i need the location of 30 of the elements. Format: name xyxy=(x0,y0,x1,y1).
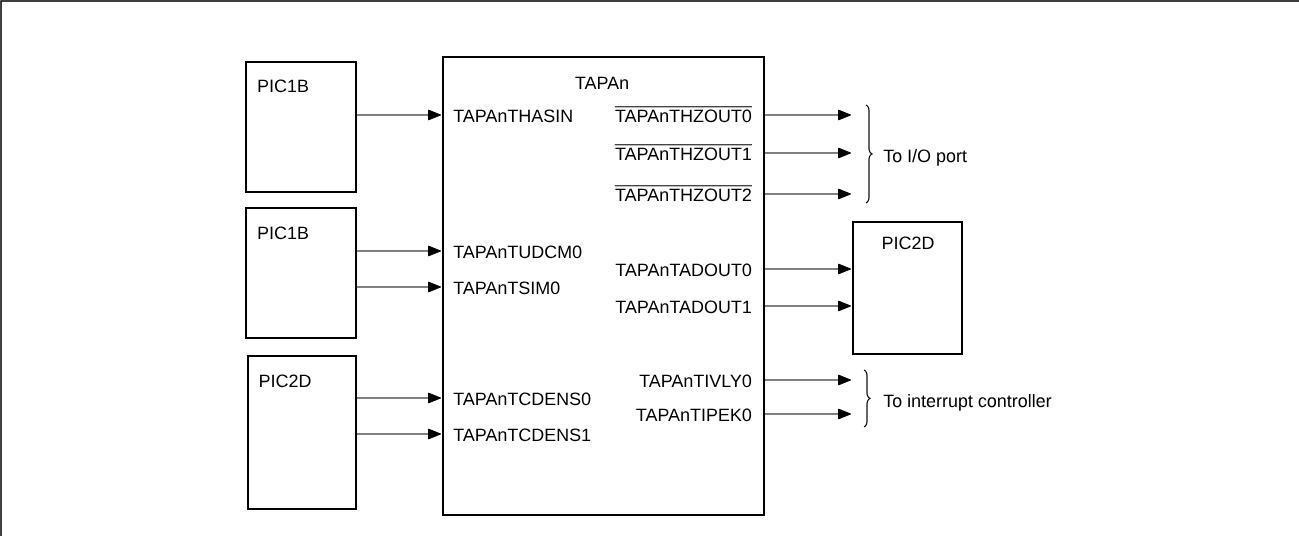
signal-label: TAPAnTADOUT0 xyxy=(615,263,752,277)
block-box: PIC2D xyxy=(247,355,357,510)
signal-label: TAPAnTUDCM0 xyxy=(453,245,582,259)
arrow xyxy=(356,245,442,257)
arrow xyxy=(764,300,852,312)
arrow xyxy=(764,109,852,121)
signal-label: TAPAnTHASIN xyxy=(453,109,572,123)
arrow xyxy=(764,188,852,200)
signal-label: TAPAnTHZOUT2 xyxy=(614,185,753,202)
signal-label: TAPAnTADOUT1 xyxy=(615,300,751,314)
arrow xyxy=(356,109,442,121)
arrow xyxy=(356,392,442,404)
signal-label: TAPAnTCDENS0 xyxy=(453,392,591,406)
note-text: To I/O port xyxy=(883,149,967,166)
arrow xyxy=(764,263,852,275)
signal-label: TAPAnTSIM0 xyxy=(453,281,560,295)
block-box: PIC1B xyxy=(245,61,357,193)
signal-label: TAPAnTIPEK0 xyxy=(636,408,752,422)
arrow xyxy=(764,374,852,386)
signal-label: TAPAnTIVLY0 xyxy=(639,374,752,388)
signal-label: TAPAnTHZOUT1 xyxy=(614,144,753,161)
note-text: To interrupt controller xyxy=(883,394,1052,411)
arrow xyxy=(764,147,852,159)
block-box: PIC2D xyxy=(852,221,963,355)
arrow xyxy=(356,428,442,440)
signal-label: TAPAnTCDENS1 xyxy=(453,428,591,442)
block-box: PIC1B xyxy=(245,207,357,339)
arrow xyxy=(764,408,852,420)
signal-label: TAPAnTHZOUT0 xyxy=(614,106,753,123)
arrow xyxy=(356,281,442,293)
